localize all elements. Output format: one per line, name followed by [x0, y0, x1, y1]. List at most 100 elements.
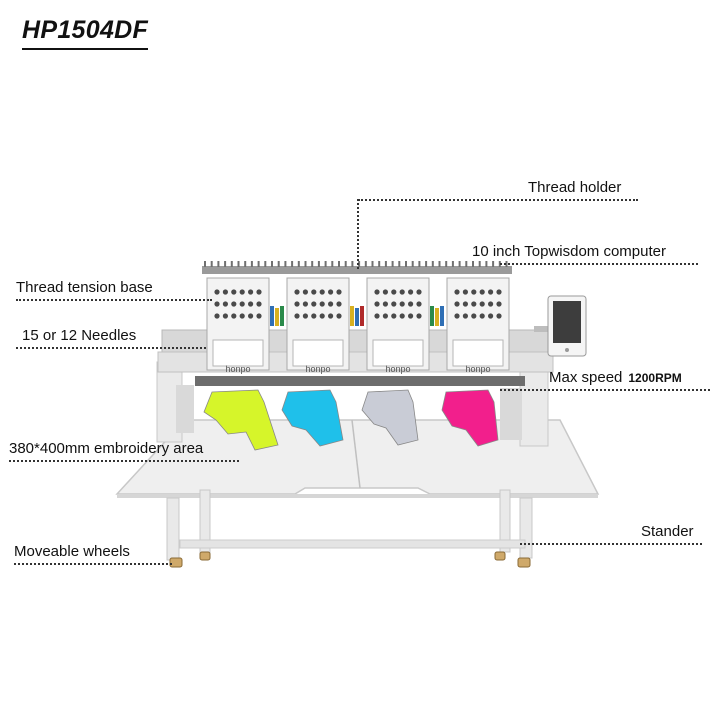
thread-holder-pin	[224, 261, 227, 267]
tension-knob	[462, 313, 468, 319]
tension-knob	[294, 289, 300, 295]
tension-knob	[416, 289, 422, 295]
tension-knob	[479, 313, 485, 319]
tension-knob	[382, 313, 388, 319]
brand-logo-2: honpo	[305, 364, 330, 374]
thread-holder-pin	[391, 261, 394, 267]
thread-holder-pin	[271, 261, 273, 267]
thread-holder-pin	[465, 261, 468, 267]
tension-knob	[294, 313, 300, 319]
tension-knob	[488, 289, 494, 295]
leader-thread-holder-vertical	[357, 199, 359, 269]
thread-holder-pin	[485, 261, 488, 267]
tension-knob	[248, 313, 254, 319]
thread-holder-pin	[204, 261, 206, 267]
thread-holder-pin	[291, 261, 294, 267]
tension-knob	[471, 289, 477, 295]
leader-max-speed	[500, 389, 710, 391]
thread-holder-pin	[425, 261, 428, 267]
label-thread-tension-base: Thread tension base	[16, 279, 153, 296]
tension-knob	[416, 301, 422, 307]
tension-knob	[222, 289, 228, 295]
thread-holder-pin	[230, 261, 233, 267]
leader-thread-holder	[358, 199, 638, 201]
leader-thread-tension-base	[16, 299, 212, 301]
thread-holder-pin	[324, 261, 327, 267]
wheel-left	[169, 551, 211, 568]
tension-knob	[382, 301, 388, 307]
tension-knob	[328, 301, 334, 307]
label-thread-holder: Thread holder	[528, 179, 622, 196]
tension-knob	[222, 301, 228, 307]
brand-logo-4: honpo	[465, 364, 490, 374]
tension-knob	[336, 313, 342, 319]
tension-knob	[294, 301, 300, 307]
label-embroidery-area: 380*400mm embroidery area	[9, 440, 204, 457]
tension-knob	[496, 313, 502, 319]
thread-holder-pin	[418, 261, 421, 267]
tension-knob	[256, 313, 262, 319]
tension-knob	[311, 289, 317, 295]
thread-holder-pin	[438, 261, 441, 267]
leader-stander	[520, 543, 702, 545]
shirt-grey	[361, 389, 419, 446]
thread-holder-pin	[364, 261, 367, 267]
tension-knob	[214, 289, 220, 295]
thread-holder-pin	[217, 261, 220, 267]
tension-knob	[408, 289, 414, 295]
thread-holder-pin	[338, 261, 340, 267]
thread-holder-pin	[210, 261, 213, 267]
tension-knob	[231, 289, 237, 295]
thread-holder-pin	[317, 261, 320, 267]
label-needles: 15 or 12 Needles	[22, 327, 137, 344]
thread-holder-pin	[378, 261, 381, 267]
tension-knob	[454, 289, 460, 295]
max-speed-value: 1200RPM	[628, 371, 682, 385]
thread-holder-pin	[331, 261, 334, 267]
tension-knob	[302, 289, 308, 295]
tension-knob	[239, 313, 245, 319]
thread-holder-pin	[351, 261, 354, 267]
thread-holder-pin	[264, 261, 267, 267]
thread-holder-pin	[405, 261, 407, 267]
leader-needles	[16, 347, 206, 349]
thread-holder-pin	[311, 261, 314, 267]
tension-knob	[454, 313, 460, 319]
control-computer	[534, 295, 587, 357]
tension-knob	[319, 289, 325, 295]
thread-holder-pin	[498, 261, 501, 267]
thread-holder-pin	[458, 261, 461, 267]
tension-knob	[374, 289, 380, 295]
shirt-blue	[281, 389, 344, 447]
thread-holder-pin	[304, 261, 307, 267]
tension-knob	[471, 313, 477, 319]
thread-holder-pin	[250, 261, 253, 267]
thread-holder-pin	[371, 261, 374, 267]
thread-holder-pin	[445, 261, 448, 267]
leader-embroidery-area	[9, 460, 239, 462]
thread-holder-pin	[492, 261, 495, 267]
thread-holder-pin	[384, 261, 387, 267]
tension-knob	[336, 289, 342, 295]
tension-knob	[239, 301, 245, 307]
tension-knob	[319, 313, 325, 319]
tension-knob	[488, 301, 494, 307]
tension-knob	[471, 301, 477, 307]
tension-knob	[462, 301, 468, 307]
tension-knob	[302, 313, 308, 319]
tension-knob	[311, 301, 317, 307]
tension-knob	[374, 301, 380, 307]
shirt-yellow	[203, 389, 279, 451]
thread-holder-pin	[398, 261, 401, 267]
tension-knob	[479, 289, 485, 295]
tension-knob	[382, 289, 388, 295]
label-computer: 10 inch Topwisdom computer	[472, 243, 666, 260]
label-moveable-wheels: Moveable wheels	[14, 543, 130, 560]
tension-knob	[214, 301, 220, 307]
tension-knob	[239, 289, 245, 295]
leader-moveable-wheels	[14, 563, 172, 565]
tension-knob	[391, 301, 397, 307]
thread-holder-pin	[257, 261, 260, 267]
